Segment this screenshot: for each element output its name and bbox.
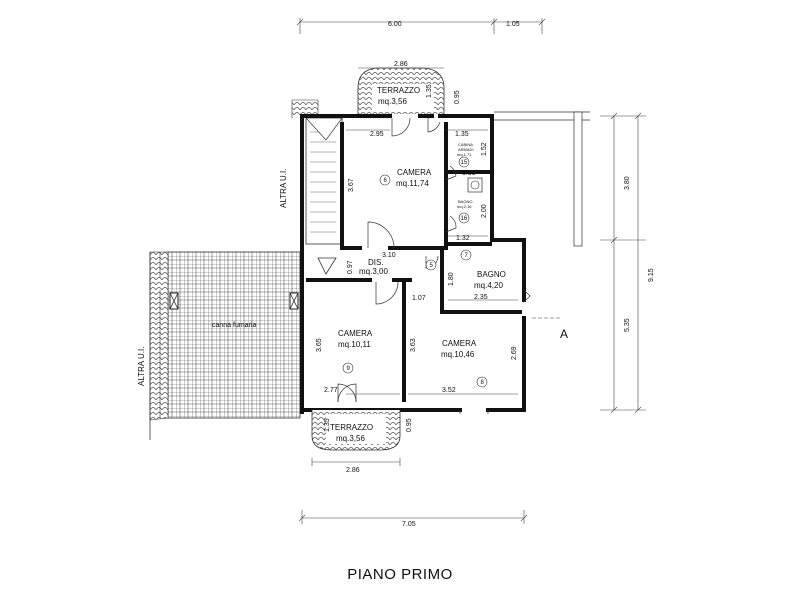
cabina-armadi-name-2: ARMADI <box>458 147 474 152</box>
dis-name: DIS. <box>368 258 384 267</box>
canna-fumaria-label: canna fumaria <box>212 322 256 329</box>
terrazzo-top-name: TERRAZZO <box>377 86 420 95</box>
bagno-7-area: mq.4,20 <box>474 281 503 290</box>
altra-ui-top-label: ALTRA U.I. <box>279 169 288 208</box>
dis-area: mq.3,00 <box>359 267 388 276</box>
camera-9-marker <box>342 362 354 374</box>
camera-6-name: CAMERA <box>397 168 432 177</box>
camera-8-name: CAMERA <box>442 339 477 348</box>
pergola <box>494 111 590 247</box>
dim-dis-310: 3.10 <box>382 252 396 259</box>
camera-8-area: mq.10,46 <box>441 350 475 359</box>
cabina-15-number: 15 <box>461 160 468 166</box>
altra-ui-left-label: ALTRA U.I. <box>137 347 146 386</box>
roof-ridge-top <box>291 99 319 118</box>
bagno-7-number: 7 <box>465 253 469 259</box>
dim-cabina-152: 1.52 <box>481 142 488 156</box>
dim-cabina-135: 1.35 <box>455 131 469 138</box>
camera-9-name: CAMERA <box>338 329 373 338</box>
doors <box>337 117 531 414</box>
dis-5-number: 5 <box>430 263 434 269</box>
cabina-armadi-area: mq.1,71 <box>457 152 472 157</box>
dim-right-535: 5.35 <box>624 318 631 332</box>
bagno-16-number: 16 <box>461 216 468 222</box>
dim-bagno16-132: 1.32 <box>456 235 470 242</box>
dim-terrace-top-286: 2.86 <box>394 61 408 68</box>
dimension-lines <box>296 18 646 524</box>
dim-bagno16-200: 2.00 <box>481 204 488 218</box>
dim-top-600: 6.00 <box>388 21 402 28</box>
bagno-16-name: BAGNO <box>458 199 472 204</box>
neighbour-roof <box>149 251 301 440</box>
dim-camera9-277: 2.77 <box>324 387 338 394</box>
cabina-15-marker <box>458 156 470 168</box>
terrace-top <box>357 67 445 114</box>
drain-symbol <box>470 180 480 190</box>
dim-dis-107: 1.07 <box>412 295 426 302</box>
cabina-armadi-name-1: CABINA <box>458 142 473 147</box>
camera-9-number: 9 <box>347 366 351 372</box>
camera-6-number: 6 <box>384 178 388 184</box>
dis-5-marker <box>425 259 437 271</box>
bagno-7-marker <box>460 249 472 261</box>
dim-bagno7-235: 2.35 <box>474 294 488 301</box>
bagno-16-marker <box>458 212 470 224</box>
camera-6-marker <box>379 174 391 186</box>
dim-top-105: 1.05 <box>506 21 520 28</box>
dim-terrace-top-135: 1.35 <box>426 84 433 98</box>
dim-dis-097: 0.97 <box>347 260 354 274</box>
dim-camera8-363: 3.63 <box>410 338 417 352</box>
bagno-7-name: BAGNO <box>477 270 506 279</box>
terrazzo-bottom-area: mq.3,56 <box>336 434 365 443</box>
camera-8-number: 8 <box>481 380 485 386</box>
dim-camera8-269: 2.69 <box>511 346 518 360</box>
dim-bottom-705: 7.05 <box>402 521 416 528</box>
dim-right-380: 3.80 <box>624 176 631 190</box>
camera-9-area: mq.10,11 <box>338 340 371 349</box>
dim-terrace-top-095: 0.95 <box>454 90 461 104</box>
camera-6-area: mq.11,74 <box>396 179 429 188</box>
plan-title: PIANO PRIMO <box>347 566 453 583</box>
staircase <box>305 117 343 275</box>
dim-terrace-bot-286: 2.86 <box>346 467 360 474</box>
terrazzo-top-area: mq.3,56 <box>378 97 407 106</box>
dim-camera6-295: 2.95 <box>370 131 384 138</box>
dim-cabina-099: 0.99 <box>462 170 476 177</box>
section-marker: A <box>560 327 568 341</box>
dim-camera6-367: 3.67 <box>348 178 355 192</box>
dim-terrace-bot-135: 1.35 <box>324 418 331 432</box>
dim-camera8-352: 3.52 <box>442 387 456 394</box>
terrazzo-bottom-name: TERRAZZO <box>330 423 373 432</box>
bagno-16-area: mq.2,16 <box>457 204 472 209</box>
camera-8-marker <box>476 376 488 388</box>
dim-camera9-365: 3.65 <box>316 338 323 352</box>
dim-right-915: 9.15 <box>648 268 655 282</box>
terrace-bottom <box>311 410 401 451</box>
dim-terrace-bot-095: 0.95 <box>406 418 413 432</box>
dim-bagno7-180: 1.80 <box>448 272 455 286</box>
